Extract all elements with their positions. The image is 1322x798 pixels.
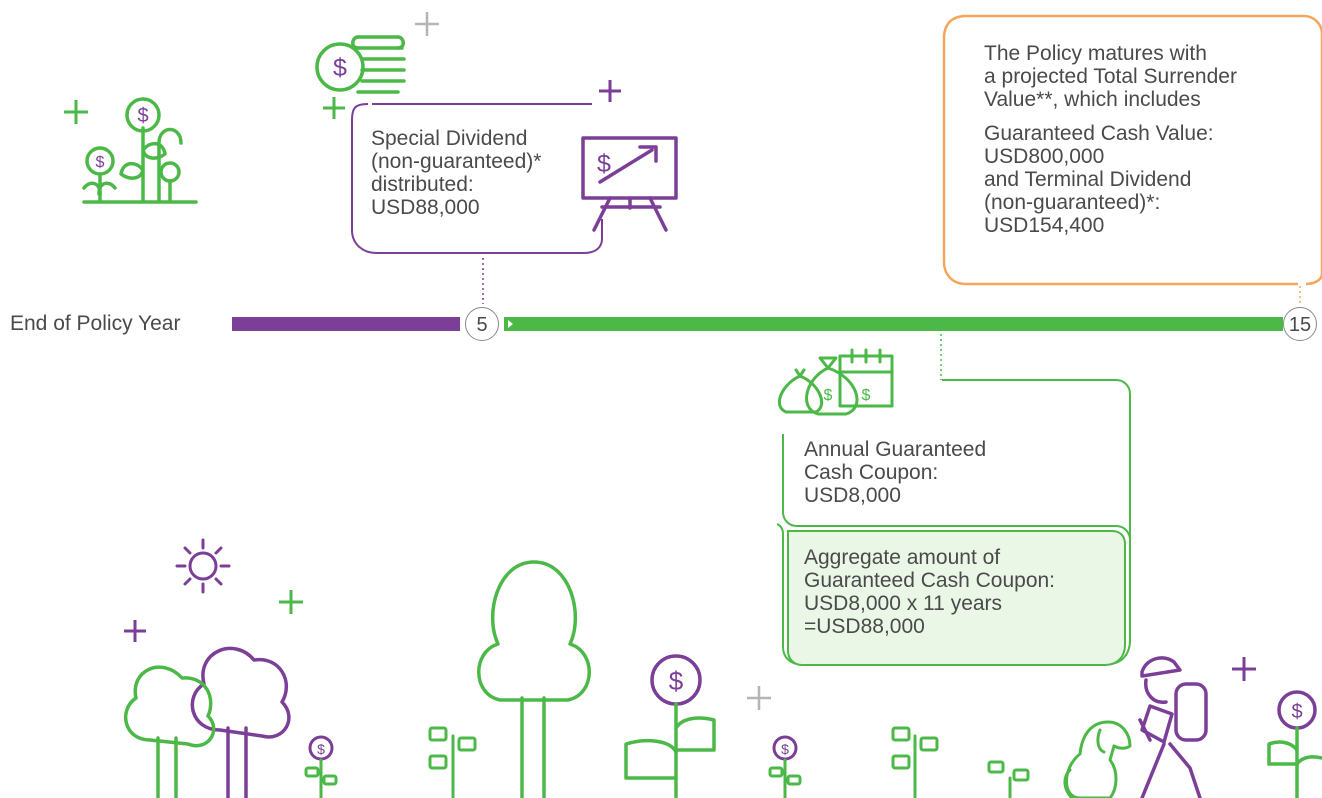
coupon-box-border	[942, 379, 1131, 544]
dollar-sign: $	[781, 741, 789, 757]
dollar-sign: $	[333, 54, 347, 82]
maturity-details-text: Guaranteed Cash Value: USD800,000 and Te…	[984, 122, 1214, 237]
dividend-box-border	[351, 103, 603, 254]
timeline-bar-purple	[232, 317, 460, 331]
dollar-sign: $	[824, 387, 833, 404]
sprout-icon	[428, 726, 477, 798]
aggregate-box-bg	[787, 530, 1126, 666]
tree-icon	[190, 646, 291, 798]
timeline-bar-green	[504, 317, 1283, 331]
plus-icon	[64, 97, 345, 614]
presentation-chart-icon	[581, 136, 678, 232]
dollar-sign: $	[669, 666, 684, 696]
dollar-sign: $	[137, 105, 148, 127]
dollar-flower-icon	[624, 654, 716, 798]
maturity-box-border	[942, 14, 1322, 286]
plus-icon	[124, 80, 1256, 681]
aggregate-coupon-text: Aggregate amount of Guaranteed Cash Coup…	[804, 546, 1056, 638]
sprout-icon	[987, 760, 1030, 798]
dollar-sign: $	[597, 150, 611, 178]
tree-icon	[477, 560, 591, 798]
hiker-icon	[1138, 656, 1208, 798]
arrow-right-icon	[508, 320, 513, 328]
sun-icon	[175, 538, 231, 594]
timeline-marker-5: 5	[465, 307, 499, 341]
dollar-flower-icon	[768, 735, 802, 798]
money-plant-icon	[82, 97, 198, 204]
coupon-box-outline	[776, 434, 1131, 665]
maturity-intro-text: The Policy matures with a projected Tota…	[984, 42, 1237, 111]
dollar-flower-icon	[1267, 690, 1322, 798]
dollar-sign: $	[1291, 701, 1302, 723]
timeline-marker-15: 15	[1283, 307, 1317, 341]
sprout-icon	[891, 726, 939, 798]
timeline-label: End of Policy Year	[10, 312, 181, 335]
tree-icon	[124, 665, 216, 798]
dollar-sign: $	[862, 387, 871, 404]
dollar-sign: $	[317, 741, 325, 757]
special-dividend-text: Special Dividend (non-guaranteed)* distr…	[371, 127, 542, 219]
money-bags-calendar-icon	[778, 348, 894, 416]
annual-coupon-text: Annual Guaranteed Cash Coupon: USD8,000	[804, 438, 987, 507]
plus-icon	[415, 12, 771, 710]
dollar-flower-icon	[304, 735, 338, 798]
coin-stack-icon	[315, 35, 406, 94]
dollar-sign: $	[96, 154, 105, 171]
dog-icon	[1063, 720, 1132, 798]
